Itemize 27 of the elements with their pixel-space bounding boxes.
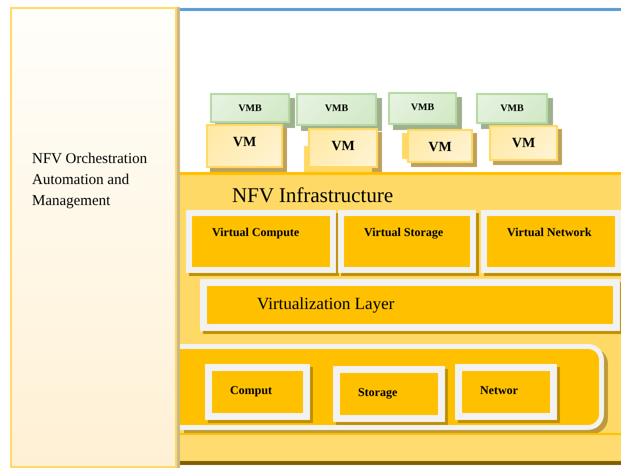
base-band — [180, 433, 621, 465]
box-label: Virtual Storage — [364, 226, 444, 239]
virtual-resource-box — [186, 210, 336, 273]
hardware-box — [205, 364, 310, 420]
box-label: Virtualization Layer — [257, 294, 394, 314]
box-label: VMB — [410, 102, 436, 113]
box-label: Storage — [358, 385, 398, 400]
box-label: VM — [510, 136, 536, 152]
box-label: Virtual Compute — [212, 226, 300, 239]
box-label: VMB — [237, 103, 263, 114]
box-label: NFV Orchestration Automation and Management — [32, 150, 148, 211]
box-label: Virtual Network — [507, 226, 593, 239]
virtual-resource-box — [481, 210, 621, 273]
infrastructure-panel — [180, 172, 621, 465]
box-label: Comput — [230, 383, 272, 398]
box-label: VMB — [324, 103, 350, 114]
virtual-resource-box — [338, 210, 476, 273]
hardware-box — [333, 366, 445, 422]
box-label: Networ — [480, 383, 518, 398]
management-panel — [10, 7, 177, 468]
virtualization-layer-bar — [200, 279, 620, 331]
box-label: VM — [232, 135, 258, 151]
box-label: VM — [330, 139, 356, 155]
box-label: VM — [427, 140, 453, 156]
box-label: VMB — [499, 103, 525, 114]
hardware-box — [455, 364, 557, 420]
panel-heading: NFV Infrastructure — [232, 183, 394, 208]
